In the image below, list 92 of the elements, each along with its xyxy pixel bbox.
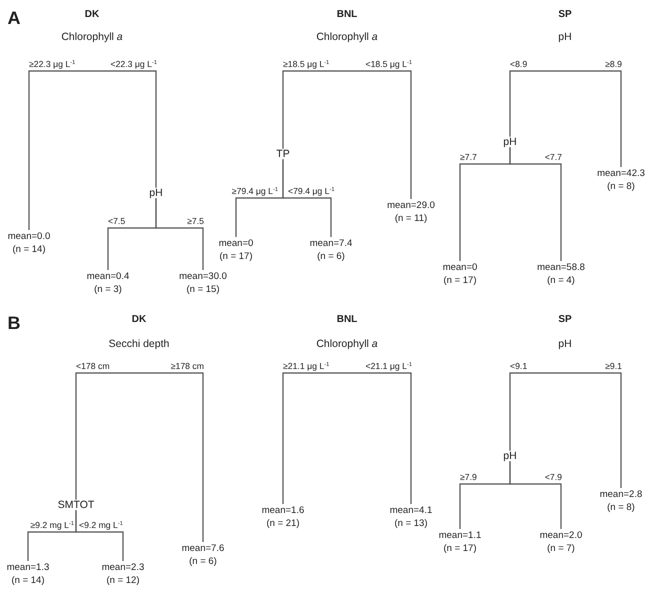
leaf-count: (n = 17) [443,274,476,287]
tree-title: BNL [336,315,358,325]
leaf-count: (n = 7) [547,542,575,555]
leaf-mean: mean=42.3 [597,167,645,180]
leaf-count: (n = 3) [94,283,122,296]
leaf-count: (n = 4) [547,274,575,287]
panel-letter: B [8,314,20,332]
leaf-mean: mean=7.4 [310,237,352,250]
leaf-count: (n = 8) [607,501,635,514]
split-condition: <9.1 [510,362,528,371]
split-condition: <178 cm [76,362,110,371]
split-condition: ≥9.1 [605,362,622,371]
split-variable: Chlorophyll a [316,338,378,350]
leaf-count: (n = 6) [189,555,217,568]
split-condition: <9.2 mg L$^{-1}$ [79,521,123,530]
tree-branch [282,372,347,504]
tree-branch [75,510,124,561]
leaf-count: (n = 15) [186,283,220,296]
leaf-mean: mean=0 [442,261,478,274]
split-condition: ≥9.2 mg L$^{-1}$ [30,521,74,530]
split-variable: pH [558,338,572,350]
leaf-mean: mean=4.1 [390,504,432,517]
leaf-mean: mean=30.0 [179,270,227,283]
leaf-mean: mean=2.0 [540,529,582,542]
panel-letter: A [8,9,20,27]
leaf-mean: mean=0.4 [86,270,130,283]
leaf-mean: mean=0 [218,237,254,250]
leaf-mean: mean=1.3 [6,561,50,574]
tree-title: DK [84,10,100,20]
tree-branch [139,372,204,542]
leaf-mean: mean=0.0 [8,230,50,243]
split-condition: <21.1 μg L$^{-1}$ [366,362,412,371]
tree-branch [509,70,565,137]
leaf-mean: mean=29.0 [387,199,435,212]
leaf-mean: mean=2.8 [600,488,642,501]
tree-branch [565,70,622,167]
split-condition: ≥22.3 μg L$^{-1}$ [29,60,76,69]
tree-branch [565,372,622,488]
split-variable: Chlorophyll a [61,32,123,42]
split-condition: <18.5 μg L$^{-1}$ [366,60,412,69]
tree-branch [509,372,565,451]
split-variable: pH [149,188,163,198]
leaf-count: (n = 11) [394,212,428,225]
tree-title: SP [558,315,572,325]
split-condition: <79.4 μg L$^{-1}$ [288,187,334,196]
leaf-count: (n = 14) [11,574,44,587]
split-condition: ≥7.9 [460,473,477,482]
leaf-mean: mean=1.6 [262,504,304,517]
leaf-count: (n = 13) [394,517,428,530]
leaf-count: (n = 8) [607,180,635,193]
split-condition: ≥18.5 μg L$^{-1}$ [282,60,330,69]
tree-branch [282,70,347,149]
tree-branch [347,70,412,199]
leaf-mean: mean=7.6 [182,542,224,555]
split-variable: TP [276,148,290,160]
leaf-count: (n = 6) [317,250,345,263]
split-condition: ≥21.1 μg L$^{-1}$ [283,362,330,371]
split-variable: pH [503,450,517,462]
split-condition: <22.3 μg L$^{-1}$ [110,60,157,69]
split-condition: <7.9 [544,473,562,482]
leaf-mean: mean=1.1 [438,529,482,542]
split-variable: Secchi depth [108,338,170,350]
split-condition: ≥79.4 μg L$^{-1}$ [232,187,278,196]
split-condition: <7.7 [544,153,562,162]
split-condition: ≥178 cm [170,362,204,371]
tree-branch [155,198,204,270]
leaf-count: (n = 12) [106,574,140,587]
split-variable: SMTOT [58,500,94,510]
tree-branch [92,70,157,188]
tree-branch [509,461,562,529]
split-condition: ≥7.5 [187,217,204,226]
leaf-count: (n = 21) [266,517,300,530]
split-condition: ≥7.7 [460,153,477,162]
tree-title: BNL [336,10,358,20]
split-condition: <7.5 [108,217,126,226]
split-condition: ≥8.9 [605,60,622,69]
split-condition: <8.9 [510,60,528,69]
split-variable: Chlorophyll a [316,32,378,42]
leaf-mean: mean=2.3 [102,561,144,574]
tree-branch [347,372,412,504]
split-variable: pH [503,136,517,148]
tree-branch [28,70,92,230]
leaf-count: (n = 17) [443,542,476,555]
leaf-mean: mean=58.8 [537,261,585,274]
tree-title: DK [132,315,146,325]
tree-branch [282,159,332,237]
leaf-count: (n = 17) [219,250,252,263]
tree-branch [509,147,562,261]
tree-branch [75,372,139,500]
leaf-count: (n = 14) [12,243,46,256]
tree-title: SP [558,10,572,20]
split-variable: pH [558,32,572,42]
